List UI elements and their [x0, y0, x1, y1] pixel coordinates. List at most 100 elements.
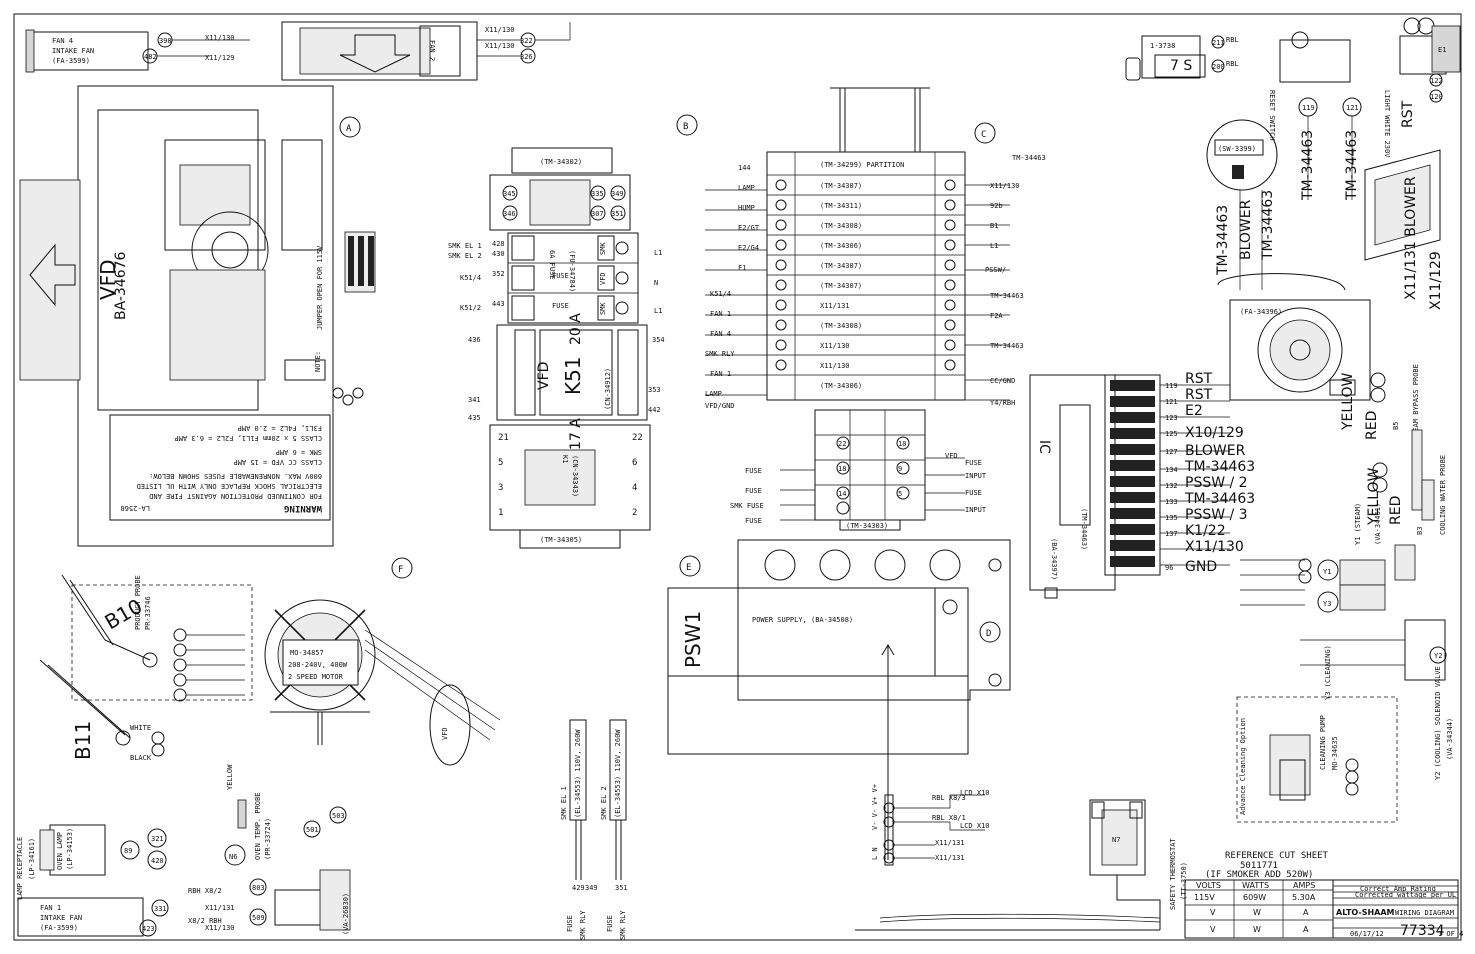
svg-text:B1: B1	[990, 222, 998, 230]
svg-text:TM-34463: TM-34463	[1300, 130, 1316, 201]
svg-text:5: 5	[498, 458, 503, 468]
steam-bypass-label: STEAM BYPASS PROBE	[1412, 364, 1420, 440]
rail-2: RST	[1185, 387, 1213, 403]
power-supply: PSW1 POWER SUPPLY, (BA-34508)	[667, 539, 1011, 860]
svg-text:HUMP: HUMP	[738, 204, 755, 212]
svg-text:4: 4	[632, 483, 637, 493]
svg-text:(TM-34306): (TM-34306)	[820, 382, 862, 390]
k51-left-1: SMK EL 1	[448, 242, 482, 250]
svg-text:18: 18	[838, 465, 846, 473]
svg-text:6: 6	[632, 458, 637, 468]
probe-white: WHITE	[130, 724, 151, 732]
company-name: ALTO-SHAAM	[1336, 908, 1395, 917]
fuse-label-6: FUSE	[965, 459, 982, 467]
note-label: NOTE:	[314, 351, 322, 372]
svg-text:X11/130: X11/130	[485, 42, 515, 50]
zone-d: D	[986, 629, 991, 639]
svg-text:22: 22	[632, 433, 643, 443]
warning-code: LA-2568	[120, 504, 150, 512]
svg-text:335: 335	[591, 190, 604, 198]
oven-lamp-label: OVEN LAMP	[56, 832, 64, 870]
svg-text:X11/131 BLOWER: X11/131 BLOWER	[1403, 176, 1419, 300]
rail-9: PSSW / 3	[1185, 507, 1248, 523]
smoker-elements: SMK EL 1 (EL-34553) 110V, 260W SMK EL 2 …	[560, 719, 628, 940]
y1-part: (VA-34461)	[1374, 503, 1382, 545]
svg-text:Y3: Y3	[1323, 600, 1331, 608]
svg-text:(TM-34302): (TM-34302)	[540, 158, 582, 166]
svg-text:TM-34463: TM-34463	[1344, 130, 1360, 201]
svg-text:345: 345	[503, 190, 516, 198]
rating-header-amps: AMPS	[1293, 881, 1315, 890]
probe-black: BLACK	[130, 754, 152, 762]
drawing-sheet: 1 OF 4	[1438, 930, 1463, 938]
reference-line-2: 5011771	[1240, 861, 1278, 871]
svg-text:803: 803	[252, 884, 265, 892]
k51-left-3: K51/4	[460, 274, 481, 282]
smk-el2-part: (EL-34553) 110V, 260W	[614, 729, 622, 818]
zone-e: E	[686, 563, 691, 573]
svg-text:7 S: 7 S	[1170, 58, 1192, 74]
safety-thermostat: N7 SAFETY THERMOSTAT (TT-3750)	[855, 799, 1188, 931]
smk-el1-part: (EL-34553) 110V, 260W	[574, 729, 582, 818]
fuse-label-7: INPUT	[965, 472, 987, 480]
svg-text:1-3738: 1-3738	[1150, 42, 1175, 50]
svg-text:326: 326	[520, 53, 533, 61]
svg-text:F1: F1	[738, 264, 746, 272]
k1-part: (CN-34343)	[571, 455, 579, 497]
oven-lamp-part: (LP-34153)	[66, 828, 74, 870]
k51-right-1: L1	[654, 249, 662, 257]
fuse-label-9: INPUT	[965, 506, 987, 514]
svg-text:X11/130: X11/130	[990, 182, 1020, 190]
product-probe-part: PR-33746	[144, 596, 152, 630]
motor-desc-1: 208-240V, 400W	[288, 661, 348, 669]
svg-text:X11/129: X11/129	[1428, 251, 1444, 310]
rating-header-volts: VOLTS	[1196, 881, 1221, 890]
svg-text:(TM-34303): (TM-34303)	[846, 522, 888, 530]
svg-text:YELLOW: YELLOW	[1366, 467, 1382, 526]
ic-label: IC	[1036, 440, 1052, 454]
rail-num-9: 135	[1165, 514, 1178, 522]
rating-header-watts: WATTS	[1242, 881, 1269, 890]
svg-text:FAN 2: FAN 2	[428, 40, 436, 61]
light-white-label: LIGHT WHITE 230V	[1383, 90, 1391, 158]
power-supply-label: POWER SUPPLY, (BA-34508)	[752, 616, 853, 624]
svg-text:V+ V+: V+ V+	[871, 784, 879, 805]
vfd-part: BA-34676	[113, 251, 129, 320]
fan1-line1: FAN 1	[40, 904, 61, 912]
svg-text:PSSW/: PSSW/	[985, 266, 1006, 274]
k51-left-4: K51/2	[460, 304, 481, 312]
svg-text:FAN 1: FAN 1	[710, 370, 731, 378]
rail-3: E2	[1185, 403, 1203, 419]
svg-text:SMK: SMK	[599, 242, 607, 255]
rating-amps-2: A	[1303, 908, 1309, 917]
svg-text:RST: RST	[1400, 100, 1416, 128]
terminal-strip: (TM-34299) PARTITION (TM-34307) (TM-3431…	[705, 151, 1046, 531]
psw1-label: PSW1	[681, 611, 705, 668]
svg-text:349: 349	[611, 190, 624, 198]
zone-b: B	[683, 122, 688, 132]
fuse-label-2: FUSE	[745, 487, 762, 495]
advance-cleaning-label: Advance Cleaning Option	[1239, 718, 1247, 815]
svg-text:RBL X8/3: RBL X8/3	[932, 794, 966, 802]
rail-num-7: 132	[1165, 482, 1178, 490]
reset-switch-label: RESET SWITCH	[1268, 90, 1276, 141]
svg-text:Y2: Y2	[1434, 652, 1442, 660]
rating-watts-1: 609W	[1243, 893, 1266, 902]
rail-num-8: 133	[1165, 498, 1178, 506]
k51-left-2: SMK EL 2	[448, 252, 482, 260]
rail-num-1: 119	[1165, 382, 1178, 390]
fuse-label-8: FUSE	[965, 489, 982, 497]
svg-text:(TM-34305): (TM-34305)	[540, 536, 582, 544]
wire-351: 351	[615, 884, 628, 892]
svg-text:LCD X10: LCD X10	[960, 789, 990, 797]
rail-num-6: 134	[1165, 466, 1178, 474]
fuse-label-4: FUSE	[745, 517, 762, 525]
fan1-line2: INTAKE FAN	[40, 914, 82, 922]
warning-label: WARNING LA-2568 FOR CONTINUED PROTECTION…	[109, 414, 331, 521]
probe-red: RED	[1364, 411, 1380, 440]
svg-text:120: 120	[1430, 93, 1443, 101]
bottom-smk-1: SMK RLY	[579, 910, 587, 940]
svg-text:200: 200	[1212, 63, 1225, 71]
rail-8: TM-34463	[1184, 491, 1255, 507]
b3-label: B3	[1416, 527, 1424, 535]
